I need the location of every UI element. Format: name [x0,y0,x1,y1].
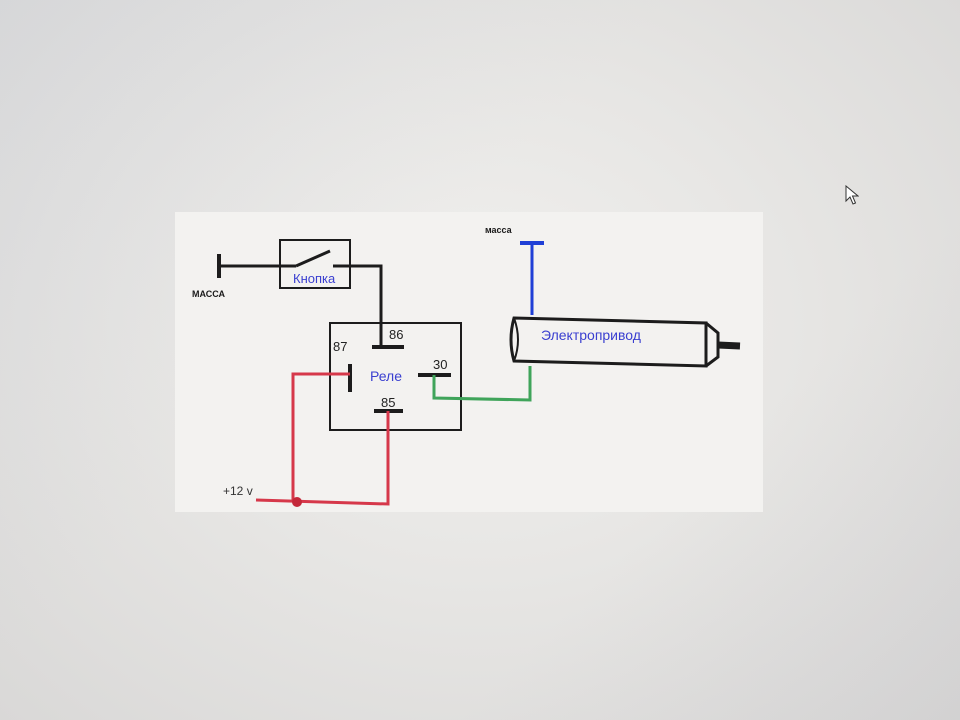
button-box [279,239,351,289]
ground-left-symbol [217,254,281,278]
switch-lever [295,249,331,268]
wire-red-pin-87 [291,372,350,502]
relay-box [329,322,462,431]
junction-dot [292,497,302,507]
pin-87-label: 87 [333,339,347,354]
button-switch [279,239,351,289]
actuator-body [509,316,708,368]
drawing-canvas [175,212,763,512]
actuator-label: Электропривод [541,327,641,343]
pin-30-label: 30 [433,357,447,372]
relay-label: Реле [370,368,402,384]
actuator-left-cap [513,317,519,362]
mouse-cursor-icon [845,185,859,205]
actuator [509,316,741,368]
wire-green-pin-30-to-actuator [432,366,532,402]
ground-left-label: МАССА [192,289,226,299]
pin-86-label: 86 [389,327,403,342]
ground-top-label: масса [485,225,513,235]
actuator-rod [717,341,741,350]
pin-85-label: 85 [381,395,395,410]
button-label: Кнопка [293,271,336,286]
wire-red-pin-85 [255,411,390,506]
wire-button-to-pin-86 [350,264,383,347]
power-label: +12 v [223,484,253,498]
actuator-nose [705,321,720,368]
